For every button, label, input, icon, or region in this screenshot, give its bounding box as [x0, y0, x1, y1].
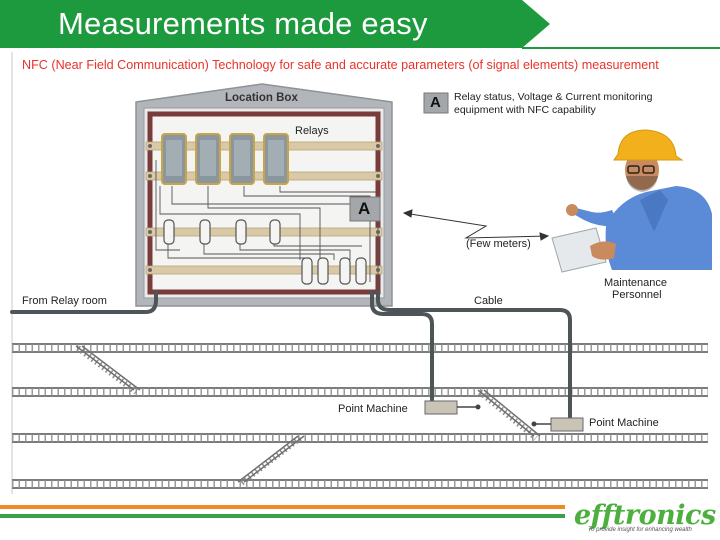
point-machine-2-label: Point Machine — [589, 417, 659, 429]
title-banner-shape — [0, 0, 720, 49]
relay-icon — [263, 133, 289, 185]
crossover-2 — [477, 389, 541, 441]
track-4 — [12, 479, 708, 489]
footer-stripe-orange — [0, 505, 565, 509]
point-machine-1 — [424, 400, 481, 415]
nfc-device-icon — [349, 196, 381, 222]
crossover-1 — [75, 345, 141, 395]
person-icon — [551, 129, 712, 273]
lightning-signal-icon — [402, 209, 550, 241]
personnel-label-line2: Personnel — [612, 289, 662, 301]
relay-icon — [229, 133, 255, 185]
company-logo: efftronics — [574, 500, 716, 531]
page-title: Measurements made easy — [58, 6, 428, 41]
location-box-label: Location Box — [225, 92, 298, 104]
legend-description: Relay status, Voltage & Current monitori… — [454, 91, 653, 116]
personnel-label-line1: Maintenance — [604, 277, 667, 289]
cable-label: Cable — [474, 295, 503, 307]
relay-icon — [195, 133, 221, 185]
terminal-blocks-middle — [163, 219, 281, 245]
footer-stripe-white — [0, 510, 565, 513]
relays-label: Relays — [295, 125, 329, 137]
cables — [10, 290, 572, 422]
terminal-blocks-lower — [301, 257, 367, 285]
relay-icon — [161, 133, 187, 185]
relays-row — [161, 133, 289, 185]
point-machine-1-label: Point Machine — [338, 403, 408, 415]
company-tagline: To provide insight for enhancing wealth — [588, 527, 692, 533]
legend-nfc-icon — [423, 92, 449, 114]
location-box — [135, 83, 393, 307]
title-bar: Measurements made easy — [0, 0, 720, 52]
track-3 — [12, 433, 708, 443]
point-machine-2 — [531, 417, 584, 432]
footer-stripe-green — [0, 514, 565, 518]
legend-badge-letter: A — [430, 94, 441, 111]
railway-tracks — [12, 343, 708, 489]
from-relay-room-label: From Relay room — [22, 295, 107, 307]
range-label: (Few meters) — [466, 238, 531, 250]
track-1 — [12, 343, 708, 353]
track-2 — [12, 387, 708, 397]
crossover-3 — [237, 435, 305, 487]
nfc-device-badge-letter: A — [358, 199, 371, 218]
slide-subtitle: NFC (Near Field Communication) Technolog… — [22, 58, 659, 72]
